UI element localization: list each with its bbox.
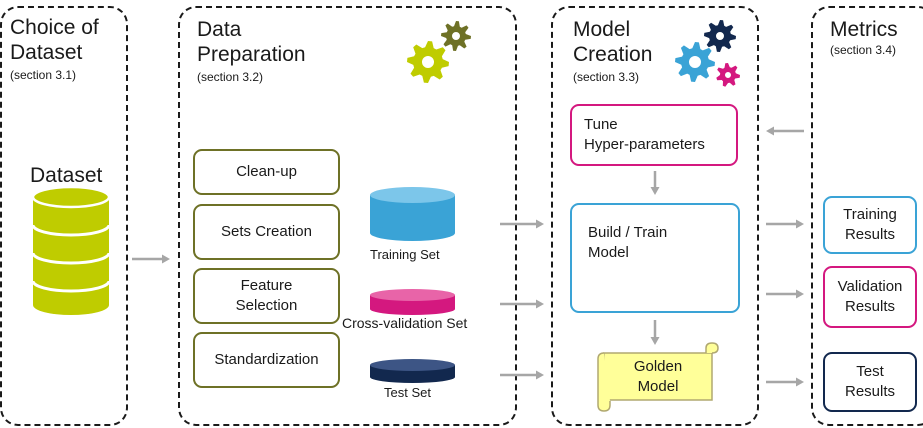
prep-section: (section 3.2) bbox=[197, 70, 264, 84]
arrow-head-icon bbox=[650, 187, 660, 195]
prep-title-line2: Preparation bbox=[197, 43, 306, 66]
model-section: (section 3.3) bbox=[573, 70, 640, 84]
validation-results-box: Validation Results bbox=[823, 266, 917, 328]
panel-choice-of-dataset bbox=[0, 6, 128, 426]
arrow-head-icon bbox=[796, 289, 804, 299]
step-feature-selection: Feature Selection bbox=[193, 268, 340, 324]
panel-model-creation bbox=[551, 6, 759, 426]
gear-icon bbox=[716, 63, 740, 87]
flow-arrows bbox=[132, 126, 804, 387]
step-clean-up: Clean-up bbox=[193, 149, 340, 195]
crossval-set-label: Cross-validation Set bbox=[342, 315, 468, 331]
gear-icons bbox=[407, 20, 740, 87]
gear-icon bbox=[675, 42, 715, 82]
golden-model-scroll-icon bbox=[597, 342, 719, 412]
test-set-label: Test Set bbox=[384, 385, 431, 400]
arrow-head-icon bbox=[162, 254, 170, 264]
arrow-head-icon bbox=[536, 299, 544, 309]
training-results-box: Training Results bbox=[823, 196, 917, 254]
test-set-cylinder-icon bbox=[370, 359, 455, 383]
training-set-label: Training Set bbox=[370, 247, 440, 262]
arrow-head-icon bbox=[796, 377, 804, 387]
metrics-section: (section 3.4) bbox=[830, 43, 897, 57]
gear-icon bbox=[441, 21, 471, 51]
training-set-cylinder-icon bbox=[370, 187, 455, 241]
build-train-model-box: Build / Train Model bbox=[570, 203, 740, 313]
prep-title-line1: Data bbox=[197, 18, 242, 41]
test-results-box: Test Results bbox=[823, 352, 917, 412]
panel-metrics bbox=[811, 6, 923, 426]
step-standardization: Standardization bbox=[193, 332, 340, 388]
tune-hyperparameters-box: Tune Hyper-parameters bbox=[570, 104, 738, 166]
step-sets-creation: Sets Creation bbox=[193, 204, 340, 260]
model-title-line1: Model bbox=[573, 18, 631, 41]
panel-data-preparation bbox=[178, 6, 517, 426]
model-title-line2: Creation bbox=[573, 43, 653, 66]
arrow-head-icon bbox=[536, 219, 544, 229]
golden-model-label: Golden Model bbox=[633, 358, 683, 395]
dataset-title-line2: Dataset bbox=[10, 41, 83, 64]
dataset-label: Dataset bbox=[30, 164, 103, 187]
arrow-head-icon bbox=[766, 126, 774, 136]
arrow-head-icon bbox=[796, 219, 804, 229]
arrow-head-icon bbox=[536, 370, 544, 380]
crossval-set-cylinder-icon bbox=[370, 289, 455, 315]
dataset-section: (section 3.1) bbox=[10, 68, 77, 82]
gear-icon bbox=[407, 41, 449, 83]
database-icon bbox=[31, 185, 111, 315]
arrow-head-icon bbox=[650, 337, 660, 345]
metrics-title: Metrics bbox=[830, 18, 898, 41]
gear-icon bbox=[704, 20, 736, 52]
dataset-title-line1: Choice of bbox=[10, 16, 99, 39]
